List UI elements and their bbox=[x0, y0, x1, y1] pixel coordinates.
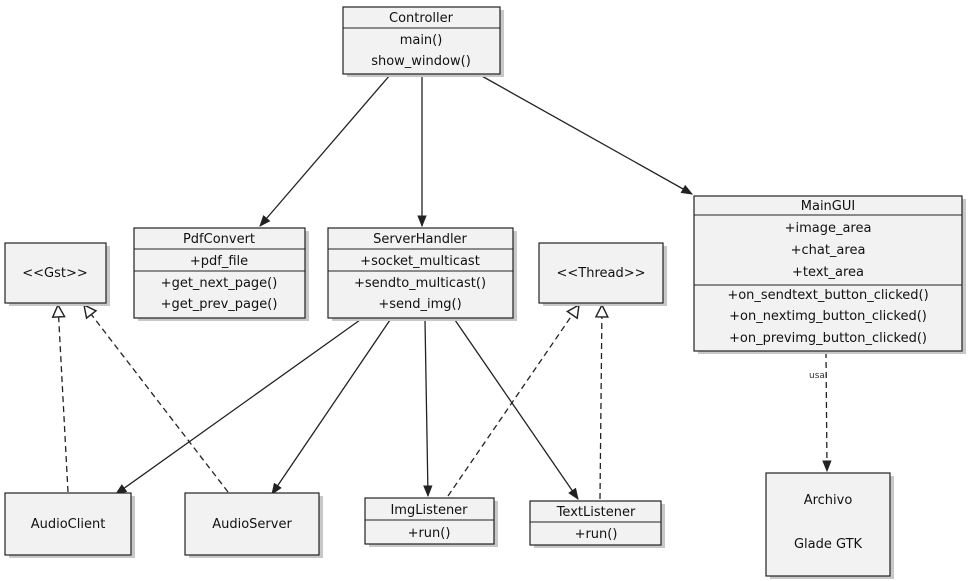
edge-audioclient-gst bbox=[58, 305, 69, 493]
pdfconvert-method-next: +get_next_page() bbox=[161, 276, 278, 291]
class-gst[interactable]: <<Gst>> bbox=[4, 242, 110, 306]
archivo-title: Archivo bbox=[804, 493, 853, 508]
class-maingui[interactable]: MainGUI +image_area +chat_area +text_are… bbox=[693, 195, 966, 354]
edges: usa bbox=[58, 74, 832, 500]
edge-maingui-archivo bbox=[822, 351, 832, 473]
pdfconvert-title: PdfConvert bbox=[183, 232, 255, 247]
controller-member-show-window: show_window() bbox=[371, 54, 471, 69]
class-serverhandler[interactable]: ServerHandler +socket_multicast +sendto_… bbox=[327, 227, 517, 321]
maingui-method-previmg: +on_previmg_button_clicked() bbox=[729, 331, 927, 346]
class-pdfconvert[interactable]: PdfConvert +pdf_file +get_next_page() +g… bbox=[133, 227, 309, 321]
textlistener-title: TextListener bbox=[556, 505, 636, 520]
serverhandler-method-sendto: +sendto_multicast() bbox=[354, 276, 486, 291]
class-imglistener[interactable]: ImgListener +run() bbox=[364, 497, 498, 547]
serverhandler-title: ServerHandler bbox=[373, 232, 467, 247]
maingui-title: MainGUI bbox=[801, 199, 855, 214]
gst-title: <<Gst>> bbox=[22, 266, 88, 281]
class-thread[interactable]: <<Thread>> bbox=[538, 242, 667, 306]
archivo-subtitle: Glade GTK bbox=[794, 537, 863, 552]
serverhandler-attr-socket: +socket_multicast bbox=[360, 254, 480, 269]
pdfconvert-attr-pdf-file: +pdf_file bbox=[190, 254, 248, 269]
edge-controller-maingui bbox=[479, 74, 694, 195]
controller-title: Controller bbox=[389, 11, 454, 26]
class-controller[interactable]: Controller main() show_window() bbox=[342, 6, 504, 77]
class-audioserver[interactable]: AudioServer bbox=[184, 492, 323, 558]
maingui-attr-image-area: +image_area bbox=[785, 221, 872, 236]
edge-controller-pdfconvert bbox=[259, 74, 391, 227]
controller-member-main: main() bbox=[400, 33, 443, 48]
edge-textlistener-thread bbox=[600, 305, 602, 500]
audioclient-title: AudioClient bbox=[31, 517, 106, 532]
maingui-method-nextimg: +on_nextimg_button_clicked() bbox=[729, 309, 927, 324]
edge-serverhandler-audioserver bbox=[271, 319, 391, 495]
uses-label: usa bbox=[809, 371, 825, 381]
maingui-method-sendtext: +on_sendtext_button_clicked() bbox=[727, 288, 928, 303]
edge-audioserver-gst bbox=[84, 305, 229, 493]
pdfconvert-method-prev: +get_prev_page() bbox=[161, 297, 278, 312]
imglistener-title: ImgListener bbox=[390, 503, 468, 518]
maingui-attr-text-area: +text_area bbox=[792, 265, 864, 280]
maingui-attr-chat-area: +chat_area bbox=[791, 243, 866, 258]
edge-imglistener-thread bbox=[447, 305, 579, 497]
edge-serverhandler-audioclient bbox=[115, 319, 361, 495]
thread-title: <<Thread>> bbox=[556, 266, 645, 281]
class-textlistener[interactable]: TextListener +run() bbox=[529, 500, 665, 548]
audioserver-title: AudioServer bbox=[212, 517, 292, 532]
class-audioclient[interactable]: AudioClient bbox=[4, 492, 135, 558]
edge-serverhandler-textlistener bbox=[454, 319, 579, 500]
class-archivo[interactable]: Archivo Glade GTK bbox=[765, 472, 894, 579]
textlistener-method-run: +run() bbox=[575, 527, 618, 542]
edge-serverhandler-imglistener bbox=[423, 319, 433, 498]
imglistener-method-run: +run() bbox=[408, 526, 451, 541]
serverhandler-method-send-img: +send_img() bbox=[378, 297, 461, 312]
